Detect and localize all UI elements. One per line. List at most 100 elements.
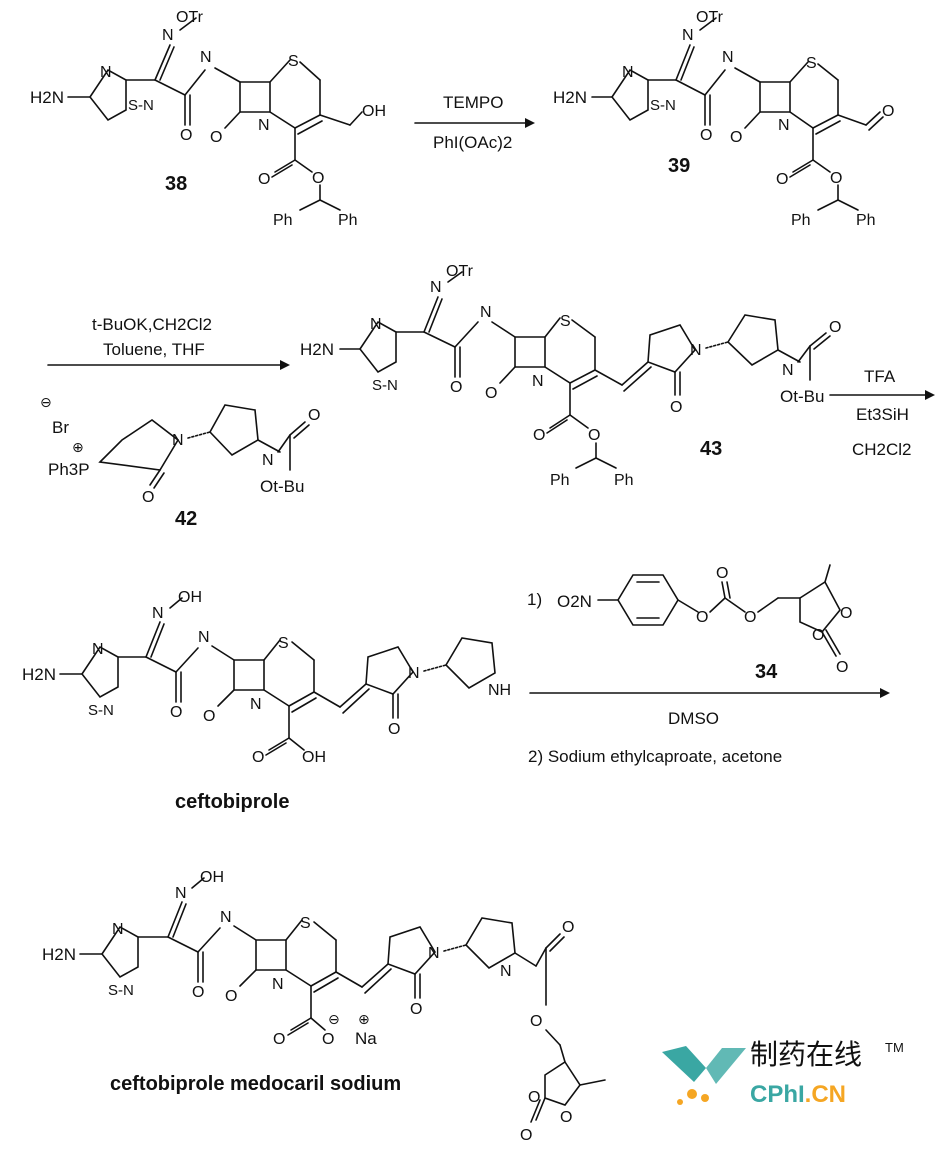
svg-text:N: N: [370, 316, 382, 333]
compound-42-structure: ⊖ Br ⊕ Ph3P O N N O Ot-Bu 42: [40, 394, 320, 530]
svg-text:N: N: [722, 49, 734, 66]
ceftobiprole-structure: H2N N S-N N OH O N S N O O N: [22, 589, 511, 813]
svg-text:N: N: [622, 64, 634, 81]
svg-text:S: S: [278, 635, 289, 652]
svg-text:O: O: [560, 1109, 572, 1126]
svg-text:Ph: Ph: [856, 212, 876, 229]
svg-text:O: O: [252, 749, 264, 766]
logo-mark-icon: [662, 1046, 746, 1105]
svg-text:Ph: Ph: [614, 472, 634, 489]
svg-text:N: N: [430, 279, 442, 296]
logo-cphi: CPhI.CN: [750, 1081, 846, 1108]
svg-text:S: S: [560, 313, 571, 330]
svg-text:O: O: [812, 627, 824, 644]
svg-text:N: N: [408, 665, 420, 682]
svg-text:N: N: [198, 629, 210, 646]
svg-text:O: O: [744, 609, 756, 626]
compound-38-structure: H2N N S-N N OTr O N ⊕ S N O OH O: [30, 9, 386, 229]
svg-text:O: O: [142, 489, 154, 506]
svg-text:O: O: [388, 721, 400, 738]
svg-text:O: O: [670, 399, 682, 416]
svg-text:Ph: Ph: [273, 212, 293, 229]
reaction-arrow-4: 1) O2N O O O O O O 34 DMSO 2) Sodium eth…: [527, 564, 890, 766]
reagent-tempo: TEMPO: [443, 93, 503, 112]
compound-43-structure: H2N N S-N N OTr O N S N O O N: [300, 263, 841, 489]
svg-text:N: N: [92, 641, 104, 658]
compound-label-38: 38: [165, 173, 187, 195]
svg-text:O: O: [312, 170, 324, 187]
reagent-phi-oac: PhI(OAc)2: [433, 133, 512, 152]
svg-text:H2N: H2N: [300, 340, 334, 359]
svg-text:N: N: [682, 27, 694, 44]
svg-text:O2N: O2N: [557, 592, 592, 611]
svg-text:O: O: [308, 407, 320, 424]
compound-label-43: 43: [700, 438, 722, 460]
svg-text:O: O: [700, 127, 712, 144]
svg-text:N: N: [480, 304, 492, 321]
svg-text:N: N: [112, 921, 124, 938]
svg-text:O: O: [180, 127, 192, 144]
reaction-arrow-3: TFA Et3SiH CH2Cl2: [829, 367, 935, 459]
reaction-arrow-1: TEMPO PhI(OAc)2: [414, 93, 535, 152]
svg-text:S: S: [300, 915, 311, 932]
svg-text:H2N: H2N: [22, 665, 56, 684]
svg-text:Ot-Bu: Ot-Bu: [780, 387, 824, 406]
svg-text:O: O: [192, 984, 204, 1001]
reagent-tfa: TFA: [864, 367, 896, 386]
medocaril-structure: H2N N S-N N OH O N S N O O N: [42, 869, 606, 1144]
svg-text:OH: OH: [302, 749, 326, 766]
svg-text:Ph: Ph: [338, 212, 358, 229]
svg-text:N: N: [100, 64, 112, 81]
svg-text:O: O: [716, 565, 728, 582]
svg-text:N: N: [500, 963, 512, 980]
svg-text:O: O: [562, 919, 574, 936]
svg-text:⊕: ⊕: [358, 1011, 370, 1027]
svg-text:⊖: ⊖: [328, 1011, 340, 1027]
reagent-sodium-ethylcaproate: 2) Sodium ethylcaproate, acetone: [528, 747, 782, 766]
svg-text:OH: OH: [362, 103, 386, 120]
svg-text:S-N: S-N: [650, 97, 676, 114]
svg-text:1): 1): [527, 590, 542, 609]
reagent-ch2cl2: CH2Cl2: [852, 440, 912, 459]
compound-label-medocaril: ceftobiprole medocaril sodium: [110, 1073, 401, 1095]
svg-text:N: N: [172, 432, 184, 449]
svg-text:S-N: S-N: [108, 982, 134, 999]
svg-text:O: O: [258, 171, 270, 188]
sodium-counterion: Na: [355, 1029, 377, 1048]
svg-text:O: O: [520, 1127, 532, 1144]
svg-text:S: S: [288, 53, 299, 70]
svg-text:H2N: H2N: [42, 945, 76, 964]
svg-text:NH: NH: [488, 682, 511, 699]
svg-text:O: O: [410, 1001, 422, 1018]
compound-label-ceftobiprole: ceftobiprole: [175, 791, 289, 813]
svg-text:O: O: [485, 385, 497, 402]
svg-text:OH: OH: [178, 589, 202, 606]
svg-text:N: N: [200, 49, 212, 66]
svg-text:N: N: [258, 117, 270, 134]
logo-tm: TM: [885, 1040, 904, 1055]
svg-text:O: O: [528, 1089, 540, 1106]
svg-text:O: O: [203, 708, 215, 725]
svg-text:N: N: [272, 976, 284, 993]
reagent-tbuok: t-BuOK,CH2Cl2: [92, 315, 212, 334]
compound-label-34: 34: [755, 661, 778, 683]
svg-text:H2N: H2N: [553, 88, 587, 107]
svg-text:N: N: [782, 362, 794, 379]
svg-text:OTr: OTr: [696, 9, 724, 26]
amine-label: H2N: [30, 88, 64, 107]
svg-text:O: O: [210, 129, 222, 146]
svg-text:O: O: [322, 1031, 334, 1048]
svg-text:OTr: OTr: [176, 9, 204, 26]
svg-text:O: O: [776, 171, 788, 188]
svg-text:N: N: [250, 696, 262, 713]
svg-text:Ph: Ph: [791, 212, 811, 229]
reagent-dmso: DMSO: [668, 709, 719, 728]
svg-text:O: O: [730, 129, 742, 146]
svg-text:Ot-Bu: Ot-Bu: [260, 477, 304, 496]
reagent-et3sih: Et3SiH: [856, 405, 909, 424]
svg-text:O: O: [273, 1031, 285, 1048]
svg-text:O: O: [830, 170, 842, 187]
svg-text:O: O: [588, 427, 600, 444]
svg-text:O: O: [450, 379, 462, 396]
